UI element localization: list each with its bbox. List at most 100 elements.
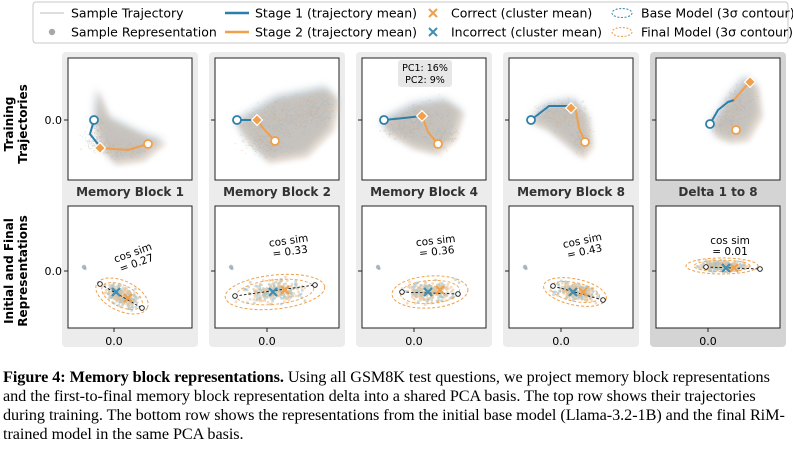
sample-trajectory: [409, 136, 411, 138]
sample-trajectory: [384, 124, 387, 127]
sample-trajectory: [415, 107, 419, 110]
sample-trajectory: [288, 135, 291, 138]
sample-trajectory: [574, 145, 578, 147]
stage2-line: [100, 143, 149, 152]
sample-trajectory: [589, 128, 592, 130]
sample-trajectory: [571, 126, 573, 128]
sample-trajectory: [412, 123, 414, 125]
sample-trajectory: [567, 120, 570, 122]
sample-representation: [120, 289, 124, 293]
sample-trajectory: [114, 141, 118, 144]
incorrect-cluster-mean: [268, 287, 278, 297]
sample-trajectory: [262, 109, 266, 111]
sample-trajectory: [401, 126, 404, 128]
sample-trajectory: [427, 100, 431, 102]
row-label-top-2: Trajectories: [16, 84, 30, 164]
sample-trajectory: [302, 115, 305, 118]
sample-trajectory: [586, 148, 588, 150]
sample-trajectory: [578, 137, 581, 139]
sample-trajectory: [287, 136, 288, 138]
sample-trajectory: [563, 118, 566, 121]
sample-trajectory: [264, 103, 267, 106]
sample-trajectory: [103, 142, 106, 145]
sample-trajectory: [417, 134, 419, 136]
sample-trajectory: [445, 139, 448, 141]
sample-representation: [287, 298, 291, 302]
sample-trajectory: [395, 120, 397, 122]
sample-trajectory: [264, 152, 267, 154]
sample-trajectory: [583, 99, 585, 102]
sample-trajectory: [398, 119, 402, 122]
sample-trajectory: [293, 124, 296, 126]
sample-trajectory: [106, 136, 108, 138]
sample-trajectory: [428, 108, 431, 110]
sample-trajectory: [261, 122, 263, 126]
sample-trajectory: [109, 153, 112, 156]
sample-trajectory: [123, 147, 126, 149]
sample-trajectory: [91, 145, 94, 148]
sample-trajectory: [415, 117, 419, 120]
sample-trajectory: [453, 130, 457, 133]
sample-trajectory: [98, 137, 100, 139]
sample-trajectory: [542, 116, 544, 118]
sample-trajectory: [112, 146, 114, 148]
sample-trajectory: [264, 142, 267, 145]
sample-trajectory: [425, 121, 428, 123]
sample-trajectory: [263, 124, 266, 127]
sample-trajectory: [262, 149, 265, 152]
sample-trajectory: [306, 108, 309, 111]
sample-trajectory: [254, 143, 257, 145]
sample-trajectory: [91, 132, 94, 135]
sample-trajectory: [330, 111, 332, 113]
sample-trajectory: [125, 152, 128, 155]
sample-trajectory: [300, 96, 303, 99]
sample-trajectory: [441, 115, 444, 117]
x-tick-label: 0.0: [258, 335, 276, 348]
sample-trajectory: [401, 122, 404, 125]
sample-trajectory: [298, 117, 301, 119]
sample-trajectory: [405, 125, 407, 127]
sample-trajectory: [445, 128, 448, 130]
sample-trajectory: [317, 107, 321, 110]
sample-trajectory: [294, 103, 296, 106]
sample-trajectory: [312, 107, 314, 109]
sample-trajectory: [452, 124, 454, 126]
sample-trajectory: [432, 118, 435, 120]
sample-trajectory: [117, 147, 120, 149]
sample-trajectory: [103, 142, 107, 145]
sample-trajectory: [92, 144, 95, 147]
sample-trajectory: [285, 132, 288, 134]
sample-trajectory: [284, 107, 287, 110]
sample-trajectory: [420, 137, 423, 139]
sample-representation: [445, 285, 449, 289]
sample-trajectory: [248, 122, 250, 124]
sample-trajectory: [282, 133, 285, 136]
sample-trajectory: [536, 117, 539, 119]
sample-trajectory: [122, 151, 126, 153]
sample-trajectory: [304, 116, 307, 119]
sample-trajectory: [395, 122, 397, 125]
sample-trajectory: [416, 118, 419, 121]
sample-representation: [412, 286, 416, 289]
sample-trajectory: [313, 112, 316, 114]
sample-trajectory: [412, 132, 414, 135]
sample-trajectory: [447, 130, 450, 132]
sample-trajectory: [258, 146, 260, 148]
sample-trajectory: [385, 127, 388, 130]
sample-trajectory: [292, 121, 296, 123]
sample-trajectory: [95, 135, 98, 138]
sample-trajectory: [276, 134, 279, 136]
sample-trajectory: [424, 135, 426, 138]
sample-trajectory: [430, 114, 434, 117]
sample-trajectory: [291, 109, 293, 110]
sample-trajectory: [286, 131, 288, 133]
sample-trajectory: [392, 123, 395, 126]
sample-representation: [269, 297, 273, 301]
sample-trajectory: [327, 102, 329, 105]
sample-trajectory: [387, 133, 389, 135]
sample-trajectory: [264, 111, 267, 114]
sample-trajectory: [143, 148, 145, 151]
sample-trajectory: [311, 126, 314, 128]
sample-trajectory: [104, 132, 107, 135]
sample-trajectory: [285, 112, 287, 114]
